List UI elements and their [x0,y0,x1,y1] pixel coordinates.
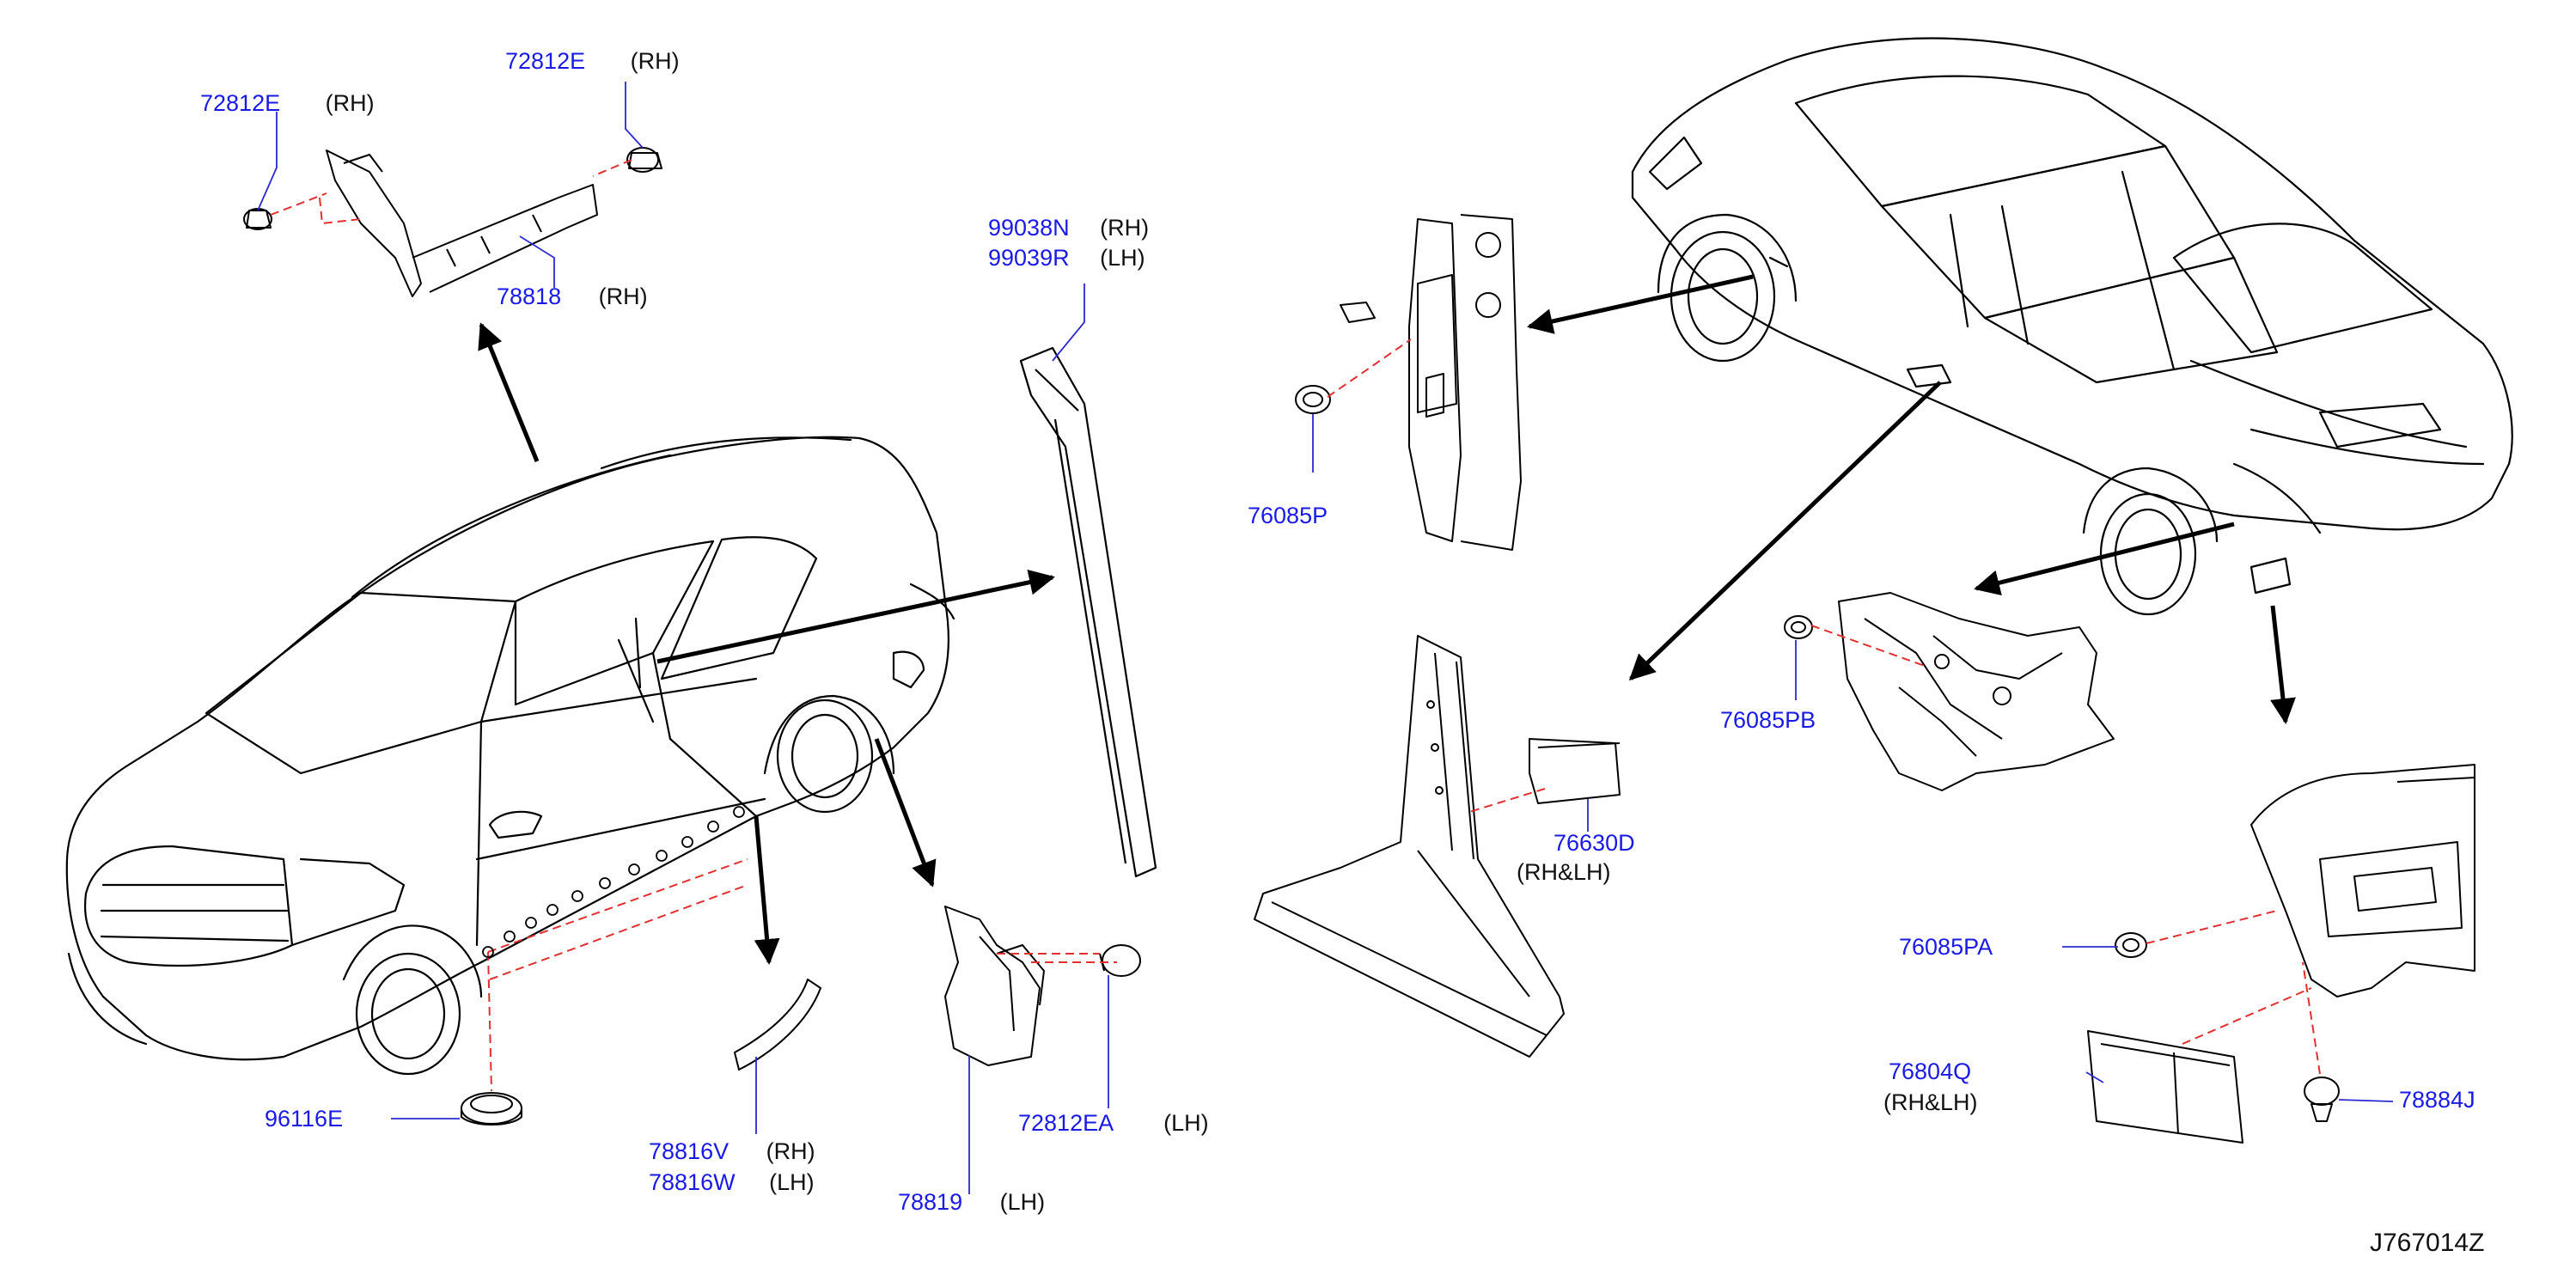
grommet-96116e [461,1092,522,1126]
label-76085pb: 76085PB [1720,707,1816,733]
label-96116e: 96116E [265,1106,343,1132]
part-number: 99039R [988,245,1070,271]
dashed-relation-lines [270,159,2321,1092]
label-72812e-right: 72812E (RH) [505,48,680,74]
callout-arrows [478,274,2296,965]
side-tag: (LH) [1163,1110,1209,1136]
part-number: 78884J [2399,1087,2475,1113]
label-76630d: 76630D [1554,830,1635,856]
part-number: 78816W [649,1169,736,1195]
diagram-code: J767014Z [2370,1229,2485,1257]
part-number: 76085PA [1899,934,1993,960]
side-tag: (RH) [1100,215,1150,241]
side-tag: (RH) [766,1138,815,1164]
label-78884j: 78884J [2399,1087,2475,1113]
part-number: 72812E [505,48,586,74]
part-number: 99038N [988,215,1070,241]
label-76085pa: 76085PA [1899,934,1993,960]
label-78816w: 78816W (LH) [649,1169,815,1195]
mud-flap-78816v [734,979,821,1071]
moulding-99038n [1019,346,1157,878]
right-car-illustration [1631,37,2513,616]
label-76085p: 76085P [1248,503,1328,528]
part-number: 72812EA [1018,1110,1113,1136]
part-number: 76630D [1554,830,1635,856]
side-tag: (LH) [999,1189,1046,1215]
label-72812ea: 72812EA (LH) [1018,1110,1209,1136]
side-tag: (RH) [630,48,680,74]
part-number: 78818 [497,284,562,309]
rear-panel-detail-76804q [2087,764,2475,1144]
sill-clips [482,806,745,958]
side-tag: (LH) [1100,245,1145,271]
label-76630d-side: (RH&LH) [1517,859,1611,885]
quarter-panel-detail-76085pb [1784,592,2115,791]
pillar-detail-76085p [1295,214,1522,551]
b-pillar-detail-76630d [1254,635,1621,1058]
label-78816v: 78816V (RH) [649,1138,815,1164]
label-78819: 78819 (LH) [898,1189,1045,1215]
part-number: 76804Q [1889,1058,1972,1084]
bracket-78818 [243,147,662,297]
label-99038n: 99038N (RH) [988,215,1149,241]
part-number: 72812E [200,90,281,116]
part-number: 78816V [649,1138,729,1164]
part-number: 96116E [265,1106,344,1132]
part-number: 76085P [1248,503,1328,528]
part-number: 78819 [898,1189,963,1215]
side-tag: (LH) [769,1169,815,1195]
label-76804q: 76804Q [1889,1058,1971,1084]
label-76804q-side: (RH&LH) [1883,1089,1978,1115]
mudguard-78819 [944,906,1141,1066]
side-tag: (RH&LH) [1883,1089,1978,1115]
label-72812e-left: 72812E (RH) [200,90,375,116]
label-99039r: 99039R (LH) [988,245,1145,271]
side-tag: (RH&LH) [1517,859,1611,885]
side-tag: (RH) [325,90,375,116]
side-tag: (RH) [598,284,648,309]
part-number: 76085PB [1720,707,1816,733]
left-car-illustration [65,436,955,1076]
leader-lines [257,82,2394,1194]
label-78818: 78818 (RH) [497,284,648,309]
